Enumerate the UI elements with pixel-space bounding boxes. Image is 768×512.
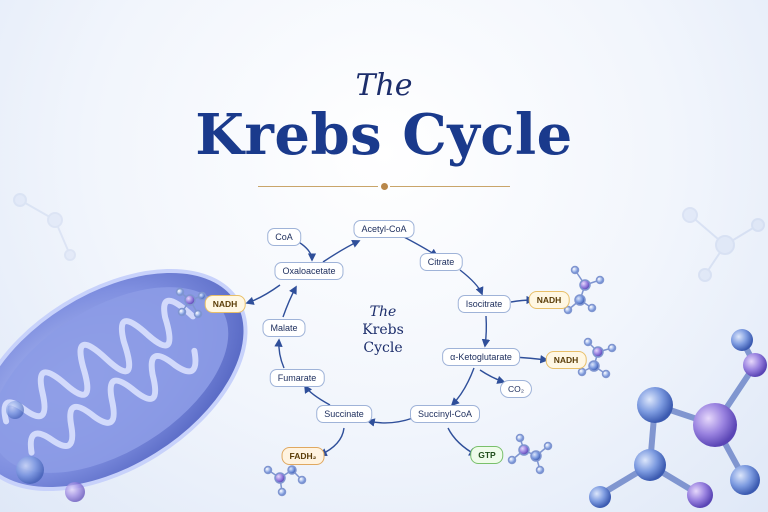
badge-nadh-oxaloacetate: NADH xyxy=(204,295,246,313)
badge-gtp: GTP xyxy=(470,446,504,464)
page-title: Krebs Cycle xyxy=(195,102,573,168)
badge-fadh2: FADH₂ xyxy=(281,447,325,465)
cycle-center-label-cycle: Cycle xyxy=(363,340,403,356)
arrow-ketoglutarate-succinylcoa xyxy=(450,367,475,407)
mitochondrion-illustration xyxy=(0,268,248,502)
title-prefix: The xyxy=(355,68,413,103)
arrow-citrate-isocitrate xyxy=(459,269,484,296)
arrow-malate-oxaloacetate xyxy=(282,285,297,318)
arrow-ketoglutarate-co2 xyxy=(479,369,506,384)
cycle-center-label-the: The xyxy=(369,304,397,320)
arrow-oxaloacetate-nadh xyxy=(245,284,281,305)
arrow-fumarate-malate xyxy=(274,338,285,369)
title-divider-left xyxy=(258,186,378,187)
arrow-isocitrate-ketoglutarate xyxy=(481,315,491,348)
arrow-oxaloacetate-acetylcoa xyxy=(322,240,361,263)
node-acetyl-coa: Acetyl-CoA xyxy=(353,220,415,238)
molecule-icon-fadh2 xyxy=(263,465,307,497)
title-divider-dot xyxy=(381,183,388,190)
node-oxaloacetate: Oxaloacetate xyxy=(274,262,344,280)
badge-nadh-isocitrate: NADH xyxy=(528,291,570,309)
node-coa: CoA xyxy=(267,228,301,246)
faint-molecule-right xyxy=(682,207,765,282)
molecule-model-large xyxy=(589,329,767,508)
arrow-succinylcoa-succinate xyxy=(366,417,414,427)
node-fumarate: Fumarate xyxy=(269,369,325,387)
molecule-icon-nadh-left xyxy=(175,287,207,319)
badge-nadh-ketoglutarate: NADH xyxy=(545,351,587,369)
molecule-icon-gtp xyxy=(507,433,553,475)
node-succinyl-coa: Succinyl-CoA xyxy=(409,405,481,423)
faint-molecule-left xyxy=(13,193,76,261)
molecule-icon-nadh-ketoglutarate xyxy=(577,337,617,379)
title-divider-right xyxy=(390,186,510,187)
molecule-icon-nadh-isocitrate xyxy=(563,265,605,315)
node-alpha-ketoglutarate: α-Ketoglutarate xyxy=(442,348,520,366)
badge-co2: CO₂ xyxy=(499,380,533,398)
node-isocitrate: Isocitrate xyxy=(457,295,511,313)
arrow-succinate-fumarate xyxy=(304,384,331,406)
node-citrate: Citrate xyxy=(419,253,463,271)
node-malate: Malate xyxy=(262,319,306,337)
node-succinate: Succinate xyxy=(316,405,372,423)
cycle-center-label-krebs: Krebs xyxy=(362,322,404,338)
